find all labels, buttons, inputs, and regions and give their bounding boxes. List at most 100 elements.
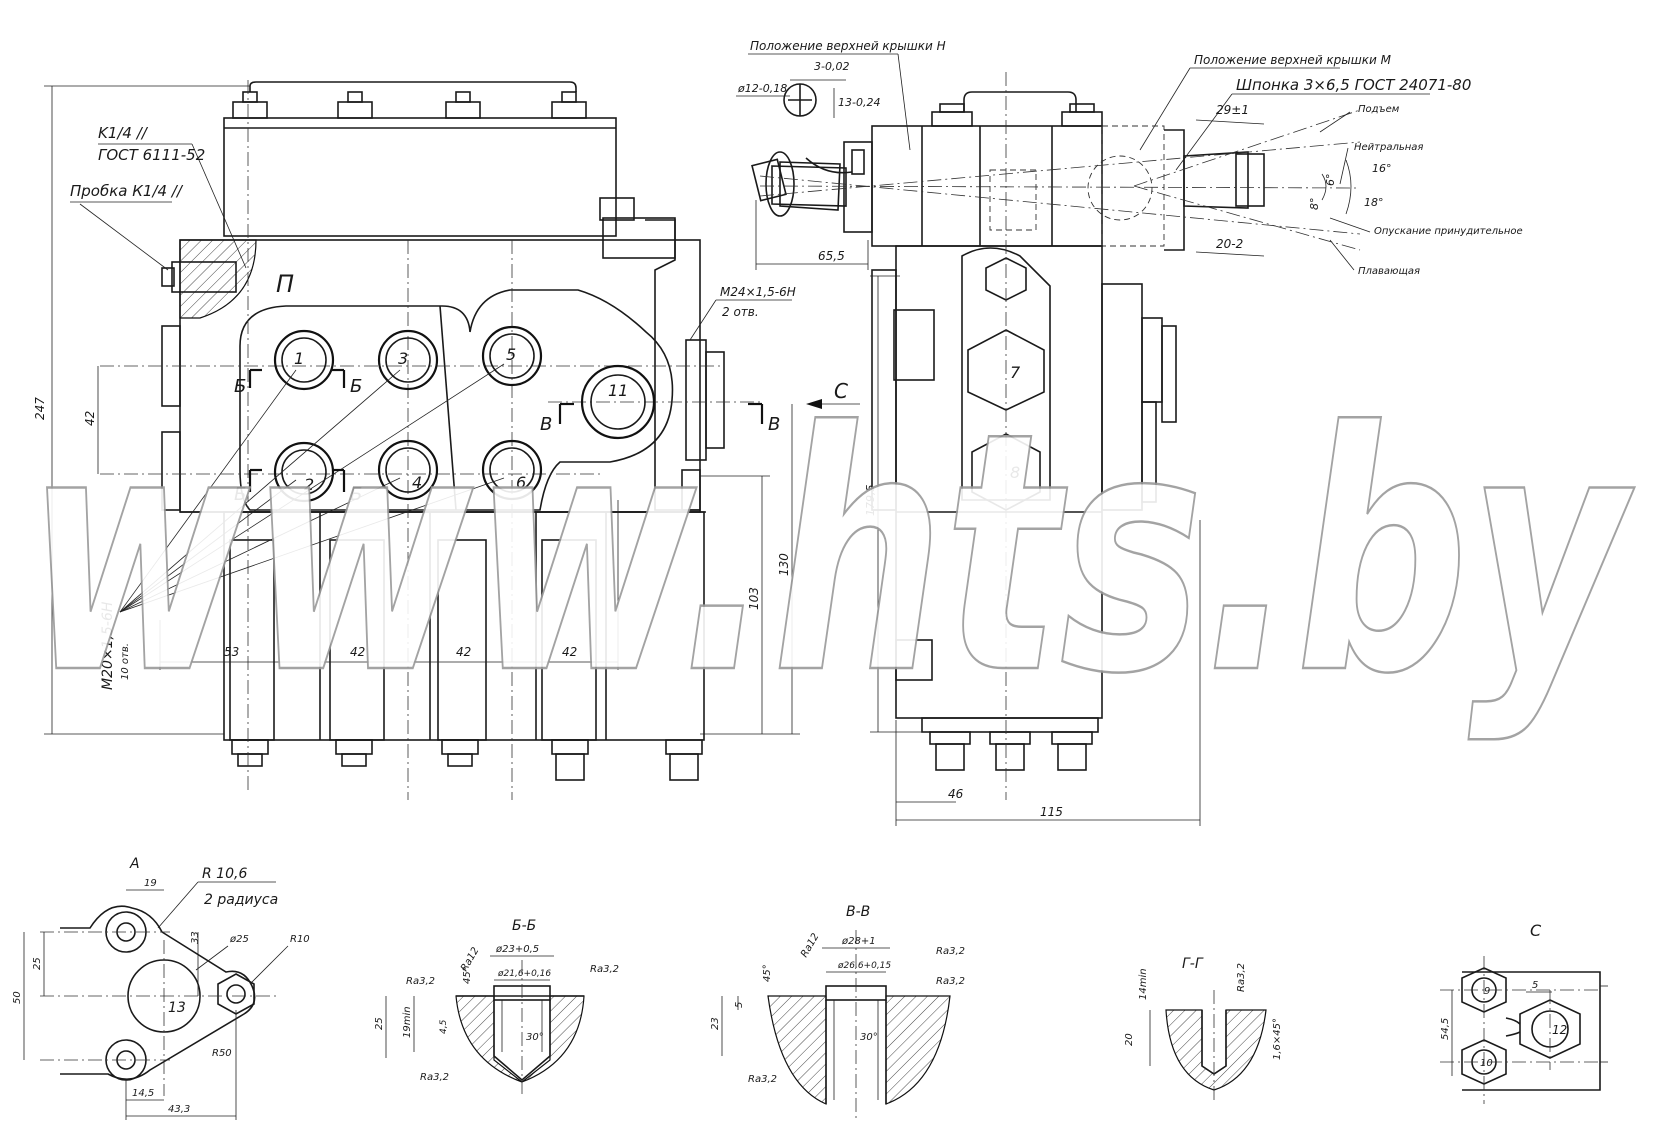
- dim-d26-6: ø26,6+0,15: [837, 961, 891, 971]
- section-bb-title: Б-Б: [512, 918, 536, 934]
- dim-d21-6: ø21,6+0,16: [497, 969, 551, 979]
- control-lever[interactable]: [751, 151, 853, 217]
- detail-a: А 13 R 10,6 2 радиуса 19 33 ø25 R10 25 5…: [12, 856, 310, 1120]
- pos-neutral: Нейтральная: [1354, 142, 1423, 153]
- dim-42-c: 42: [562, 645, 577, 659]
- flange-hole-label: 13: [168, 1000, 186, 1016]
- port-label-12: 12: [1552, 1023, 1567, 1037]
- dim-130: 130: [777, 553, 791, 576]
- m20-count: 10 отв.: [120, 643, 131, 680]
- key-label: Шпонка 3×6,5 ГОСТ 24071-80: [1236, 76, 1471, 94]
- ra32-vv-1: Ra3,2: [936, 946, 965, 957]
- port-label-9: 9: [1484, 986, 1490, 997]
- dim-42-vertical: 42: [83, 411, 97, 426]
- angle-8: 8°: [1308, 198, 1321, 211]
- dim-54-5: 54,5: [1440, 1018, 1451, 1040]
- port-label-1: 1: [294, 349, 304, 368]
- dim-chamfer: 1,6×45°: [1272, 1018, 1283, 1060]
- svg-text:Б: Б: [234, 376, 246, 397]
- angle-16: 16°: [1372, 162, 1392, 175]
- angle-18: 18°: [1364, 196, 1384, 209]
- pos-floating: Плавающая: [1358, 266, 1420, 277]
- dim-5-c: 5: [1532, 980, 1538, 991]
- port-label-8: 8: [1010, 463, 1020, 482]
- port-plate: [239, 289, 674, 511]
- gost-6111-label: ГОСТ 6111-52: [98, 146, 205, 164]
- cover-bolts: [232, 81, 587, 119]
- side-view: 7 8 Положение верхней крышки Н Положение…: [736, 39, 1523, 826]
- dim-29: 29±1: [1216, 103, 1249, 117]
- svg-text:Б: Б: [234, 484, 246, 505]
- dim-4-5: 4,5: [439, 1019, 449, 1034]
- r10-label: R10: [290, 934, 310, 945]
- port-5: [481, 325, 543, 387]
- dim-53: 53: [224, 645, 239, 659]
- angle-45-vv: 45°: [762, 964, 773, 982]
- port-4: [377, 439, 439, 501]
- dim-20-gg: 20: [1124, 1033, 1135, 1046]
- ra32-gg: Ra3,2: [1236, 963, 1247, 992]
- dim-14min: 14min: [1138, 968, 1149, 1000]
- dim-50: 50: [12, 991, 23, 1004]
- view-c-marker: С: [834, 379, 848, 403]
- dim-d28: ø28+1: [841, 936, 876, 947]
- m24-label: М24×1,5-6Н: [720, 285, 796, 299]
- front-view: 1 2 3 4 5 6 11 Б Б Б Б: [33, 80, 860, 800]
- port-label-7: 7: [1010, 363, 1021, 382]
- dim-65-5: 65,5: [818, 249, 845, 263]
- ports-group: 1 2 3 4 5 6 11: [273, 325, 656, 503]
- flange-outline: [60, 905, 256, 1080]
- dim-5-vv: 5: [734, 1002, 745, 1008]
- thread-k14-label: K1/4 //: [98, 124, 149, 142]
- dim-3: 3-0,02: [814, 60, 849, 73]
- pos-lift: Подъем: [1358, 104, 1400, 115]
- port-11: [580, 364, 656, 440]
- r10-6-label: R 10,6: [202, 866, 247, 882]
- r50-label: R50: [212, 1048, 232, 1059]
- svg-text:Б: Б: [350, 484, 362, 505]
- port-label-6: 6: [516, 473, 526, 492]
- watermark: www.hts.by: [26, 362, 1635, 746]
- ra12-vv: Ra12: [799, 932, 821, 960]
- port-3: [377, 329, 439, 391]
- detail-a-title: А: [129, 856, 140, 872]
- top-cover: [223, 117, 617, 237]
- angle-6: 6°: [1324, 174, 1337, 187]
- dim-23-vv: 23: [710, 1017, 721, 1030]
- view-c-title: С: [1530, 921, 1542, 940]
- section-markers-b: Б Б Б Б: [234, 368, 362, 505]
- dim-14-5: 14,5: [132, 1088, 154, 1099]
- svg-text:В: В: [768, 414, 780, 435]
- angle-30-bb: 30°: [526, 1032, 544, 1043]
- section-gg-title: Г-Г: [1182, 956, 1204, 972]
- angle-30-vv: 30°: [860, 1032, 878, 1043]
- svg-text:В: В: [540, 414, 552, 435]
- svg-text:Б: Б: [350, 376, 362, 397]
- section-bb: Б-Б ø23+0,5 ø21,6+0,16 Ra3,2 Ra3,2 Ra3,2…: [374, 918, 619, 1096]
- dim-46: 46: [948, 787, 964, 801]
- dim-d23: ø23+0,5: [495, 944, 539, 955]
- dim-20: 20-2: [1216, 237, 1243, 251]
- plug-label: Пробка К1/4 //: [70, 182, 184, 200]
- ra32-bb-1: Ra3,2: [590, 964, 619, 975]
- dim-19-a: 19: [144, 878, 157, 889]
- radii-label: 2 радиуса: [204, 892, 278, 908]
- dim-179-5: 179,5: [864, 485, 877, 517]
- port-label-5: 5: [506, 345, 516, 364]
- dim-247: 247: [33, 397, 47, 420]
- view-c-detail: С 9 12 10 5 54,5: [1440, 921, 1608, 1104]
- dim-42-b: 42: [456, 645, 471, 659]
- dim-13: 13-0,24: [838, 96, 880, 109]
- pos-forced-lowering: Опускание принудительное: [1374, 226, 1523, 237]
- port-2: [273, 441, 335, 503]
- section-vv: В-В ø28+1 ø26,6+0,15 Ra3,2 Ra3,2 Ra3,2 R…: [710, 904, 965, 1120]
- ra32-bb-2: Ra3,2: [406, 976, 435, 987]
- dim-42-a: 42: [350, 645, 365, 659]
- dim-33: 33: [190, 931, 201, 944]
- plug-section: [179, 239, 257, 319]
- port-label-3: 3: [398, 349, 408, 368]
- dim-25-a: 25: [32, 957, 43, 970]
- port-label-2: 2: [304, 475, 314, 494]
- m20-label: М20×1,5-6Н: [100, 601, 116, 690]
